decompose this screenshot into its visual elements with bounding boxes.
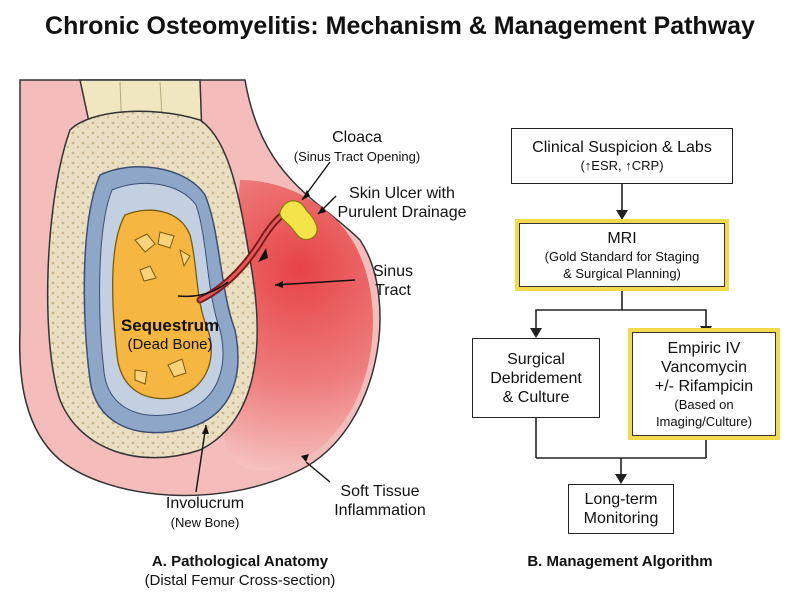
surgical-debridement-box: Surgical Debridement & Culture bbox=[472, 338, 600, 418]
cloaca-detail: (Sinus Tract Opening) bbox=[293, 149, 421, 164]
sequestrum-label: Sequestrum (Dead Bone) bbox=[110, 316, 230, 354]
empiric-line2: Vancomycin bbox=[661, 358, 747, 376]
sequestrum-detail: (Dead Bone) bbox=[127, 336, 213, 353]
monitoring-line1: Long-term bbox=[584, 491, 658, 508]
empiric-line1: Empiric IV bbox=[667, 339, 741, 357]
skin-ulcer-line2: Purulent Drainage bbox=[337, 204, 467, 221]
soft-tissue-label: Soft Tissue Inflammation bbox=[320, 482, 440, 520]
mri-box: MRI (Gold Standard for Staging & Surgica… bbox=[515, 219, 729, 291]
algorithm-caption-title: B. Management Algorithm bbox=[527, 553, 713, 570]
monitoring-line2: Monitoring bbox=[583, 510, 659, 527]
page-title: Chronic Osteomyelitis: Mechanism & Manag… bbox=[45, 12, 755, 40]
soft-tissue-inflammation bbox=[219, 180, 373, 471]
skin-ulcer-line1: Skin Ulcer with bbox=[349, 185, 455, 202]
sinus-tract-line1: Sinus bbox=[372, 263, 414, 280]
sequestrum-name: Sequestrum bbox=[120, 316, 220, 335]
empiric-line5: Imaging/Culture) bbox=[655, 413, 753, 429]
empiric-line3: +/- Rifampicin bbox=[654, 377, 754, 395]
soft-tissue-line1: Soft Tissue bbox=[340, 483, 420, 500]
clinical-line1: Clinical Suspicion & Labs bbox=[532, 139, 712, 156]
empiric-line4: (Based on bbox=[674, 396, 734, 412]
anatomy-caption: A. Pathological Anatomy (Distal Femur Cr… bbox=[90, 552, 390, 590]
clinical-line2: (↑ESR, ↑CRP) bbox=[580, 158, 664, 173]
anatomy-caption-subtitle: (Distal Femur Cross-section) bbox=[144, 572, 336, 589]
mri-line1: (Gold Standard for Staging bbox=[544, 248, 700, 264]
involucrum-label: Involucrum (New Bone) bbox=[150, 494, 260, 532]
cloaca-label: Cloaca (Sinus Tract Opening) bbox=[272, 128, 442, 166]
algorithm-caption: B. Management Algorithm bbox=[500, 552, 740, 571]
purulent-drainage bbox=[279, 200, 318, 241]
cloaca-name: Cloaca bbox=[332, 129, 382, 146]
surgical-line2: Debridement bbox=[490, 369, 582, 387]
surgical-line1: Surgical bbox=[507, 350, 565, 368]
surgical-line3: & Culture bbox=[502, 388, 570, 406]
skin-ulcer-label: Skin Ulcer with Purulent Drainage bbox=[322, 184, 482, 222]
anatomy-caption-title: A. Pathological Anatomy bbox=[151, 553, 329, 570]
long-term-monitoring-box: Long-term Monitoring bbox=[568, 484, 674, 534]
sinus-tract-line2: Tract bbox=[375, 282, 411, 299]
empiric-therapy-box: Empiric IV Vancomycin +/- Rifampicin (Ba… bbox=[628, 328, 780, 440]
mri-title: MRI bbox=[607, 229, 637, 247]
sinus-tract-label: Sinus Tract bbox=[358, 262, 428, 300]
clinical-suspicion-box: Clinical Suspicion & Labs (↑ESR, ↑CRP) bbox=[511, 128, 733, 184]
involucrum-name: Involucrum bbox=[165, 495, 245, 512]
soft-tissue-line2: Inflammation bbox=[334, 502, 426, 519]
mri-line2: & Surgical Planning) bbox=[563, 265, 681, 281]
involucrum-detail: (New Bone) bbox=[170, 515, 240, 530]
